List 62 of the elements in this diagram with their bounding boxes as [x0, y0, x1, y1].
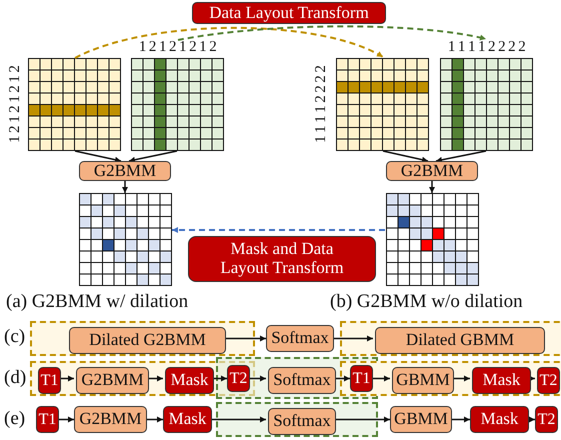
arrow: [59, 376, 74, 382]
index-labels: 1 1 1 1 2 2 2 2: [446, 40, 526, 55]
arrow: [224, 336, 266, 342]
step-box: T1: [36, 406, 59, 433]
dashed-arrow: [74, 26, 384, 59]
arrow: [212, 416, 266, 422]
arrow: [429, 181, 435, 193]
process-box: Softmax: [268, 367, 336, 394]
process-box: Softmax: [268, 408, 336, 435]
process-box: G2BMM: [76, 367, 149, 394]
arrow: [452, 376, 470, 382]
banner-box: Mask and Data Layout Transform: [188, 236, 376, 282]
step-box: Mask: [472, 367, 531, 394]
step-box: Mask: [163, 406, 212, 433]
dashed-region: [216, 402, 378, 437]
process-box: Softmax: [266, 325, 334, 352]
arrow: [122, 181, 128, 193]
index-labels: 1 1 1 1 2 2 2 2: [314, 64, 329, 146]
arrow: [147, 376, 163, 382]
row-label: (c): [4, 327, 26, 346]
step-box: Mask: [165, 367, 214, 394]
step-box: T2: [535, 406, 558, 433]
process-box: G2BMM: [74, 406, 147, 433]
arrow: [382, 150, 428, 163]
process-box: GBMM: [392, 367, 454, 394]
process-box: GBMM: [390, 406, 452, 433]
arrow: [128, 150, 178, 163]
arrow: [452, 416, 470, 422]
process-box: Dilated G2BMM: [69, 327, 226, 354]
row-label: (e): [4, 409, 26, 428]
dashed-arrow: [172, 227, 385, 233]
arrow: [373, 376, 390, 382]
arrow: [529, 376, 535, 382]
arrow: [529, 416, 535, 422]
row-label: (d): [4, 368, 26, 387]
dashed-region: [30, 321, 255, 356]
dashed-arrow: [178, 25, 486, 41]
caption: (a) G2BMM w/ dilation: [6, 292, 188, 311]
banner-box: Data Layout Transform: [192, 2, 386, 24]
process-box: Dilated GBMM: [375, 327, 545, 354]
step-box: T1: [38, 367, 61, 394]
arrow: [250, 376, 266, 382]
dashed-region: [30, 361, 255, 396]
dashed-region: [340, 361, 561, 396]
arrow: [334, 336, 373, 342]
arrow: [74, 150, 122, 163]
caption: (b) G2BMM w/o dilation: [330, 292, 523, 311]
index-labels: 1 2 1 2 1 2 1 2: [8, 64, 23, 146]
step-box: Mask: [470, 406, 529, 433]
index-labels: 1 2 1 2 1 2 1 2: [138, 40, 218, 55]
dashed-region: [340, 321, 561, 356]
process-box: G2BMM: [79, 161, 171, 181]
step-box: T1: [350, 365, 373, 392]
arrow: [147, 416, 163, 422]
step-box: T2: [227, 365, 250, 392]
process-box: G2BMM: [386, 161, 478, 181]
arrow: [212, 376, 227, 382]
arrow: [436, 150, 486, 163]
step-box: T2: [537, 367, 560, 394]
arrow: [334, 416, 390, 422]
arrow: [59, 416, 74, 422]
arrow: [334, 376, 350, 382]
